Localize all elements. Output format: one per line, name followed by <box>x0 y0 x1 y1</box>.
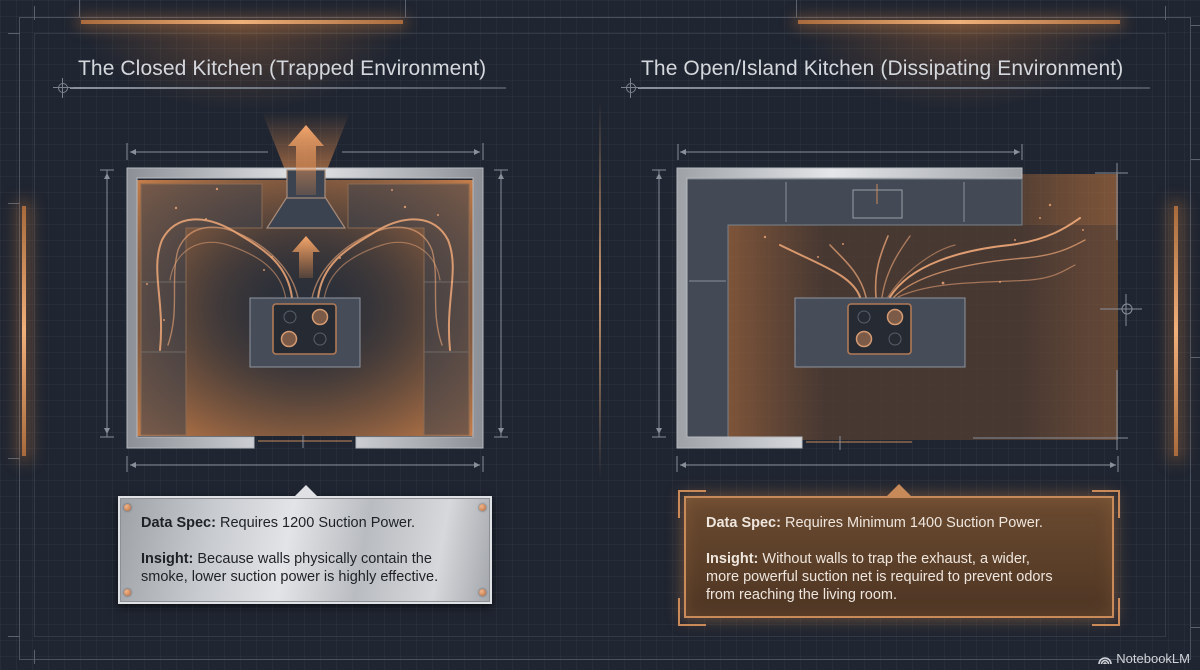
insight-label: Insight: <box>141 551 194 567</box>
insight-line-1: Insight: Because walls physically contai… <box>141 550 432 568</box>
data-spec-value: Requires Minimum 1400 Suction Power. <box>780 515 1043 531</box>
open-kitchen-info-card: Data Spec: Requires Minimum 1400 Suction… <box>684 484 1114 618</box>
insight-line-2: more powerful suction net is required to… <box>706 569 1053 585</box>
left-heading-underline <box>70 87 506 89</box>
data-spec-line: Data Spec: Requires 1200 Suction Power. <box>141 514 415 532</box>
brand-watermark: NotebookLM <box>1098 651 1190 666</box>
rivet-icon <box>479 589 486 596</box>
frame-tick <box>1165 6 1166 20</box>
frame-tick <box>8 203 20 204</box>
rivet-icon <box>124 589 131 596</box>
right-heading: The Open/Island Kitchen (Dissipating Env… <box>641 57 1124 80</box>
frame-tick <box>1191 357 1200 358</box>
side-accent-bar-left <box>22 206 26 456</box>
card-pointer <box>294 485 318 497</box>
crosshair-icon <box>621 78 641 98</box>
data-spec-line: Data Spec: Requires Minimum 1400 Suction… <box>706 514 1043 532</box>
insight-label: Insight: <box>706 551 759 567</box>
frame-tick <box>79 0 80 17</box>
data-spec-value: Requires 1200 Suction Power. <box>215 515 416 531</box>
left-heading: The Closed Kitchen (Trapped Environment) <box>78 57 487 80</box>
side-accent-bar-right <box>1174 206 1178 456</box>
frame-tick <box>8 33 20 34</box>
frame-tick <box>405 0 406 17</box>
corner-bracket <box>678 598 706 626</box>
brand-label: NotebookLM <box>1116 651 1190 666</box>
center-divider <box>599 100 601 480</box>
frame-tick <box>1191 627 1200 628</box>
data-spec-label: Data Spec: <box>141 515 216 531</box>
insight-line-3: from reaching the living room. <box>706 587 897 603</box>
corner-bracket <box>678 490 706 518</box>
card-pointer <box>886 484 912 497</box>
closed-kitchen-diagram <box>100 112 508 472</box>
insight-line-2: smoke, lower suction power is highly eff… <box>141 569 439 585</box>
corner-bracket <box>1092 490 1120 518</box>
frame-tick <box>796 0 797 17</box>
insight-line-1: Insight: Without walls to trap the exhau… <box>706 550 1030 568</box>
notebooklm-logo-icon <box>1098 656 1113 664</box>
top-accent-bar-left <box>81 20 403 24</box>
insight-text: Because walls physically contain the <box>193 551 432 567</box>
frame-tick <box>1191 159 1200 160</box>
open-kitchen-diagram <box>652 144 1142 472</box>
closed-kitchen-info-card: Data Spec: Requires 1200 Suction Power. … <box>118 485 492 604</box>
corner-bracket <box>1092 598 1120 626</box>
frame-tick <box>34 650 35 664</box>
frame-tick <box>34 6 35 20</box>
frame-tick <box>8 636 20 637</box>
rivet-icon <box>479 504 486 511</box>
frame-tick <box>1191 25 1200 26</box>
frame-tick <box>8 458 20 459</box>
crosshair-icon <box>53 78 73 98</box>
rivet-icon <box>124 504 131 511</box>
insight-text: Without walls to trap the exhaust, a wid… <box>758 551 1030 567</box>
right-heading-underline <box>638 87 1150 89</box>
top-accent-bar-right <box>798 20 1120 24</box>
data-spec-label: Data Spec: <box>706 515 781 531</box>
